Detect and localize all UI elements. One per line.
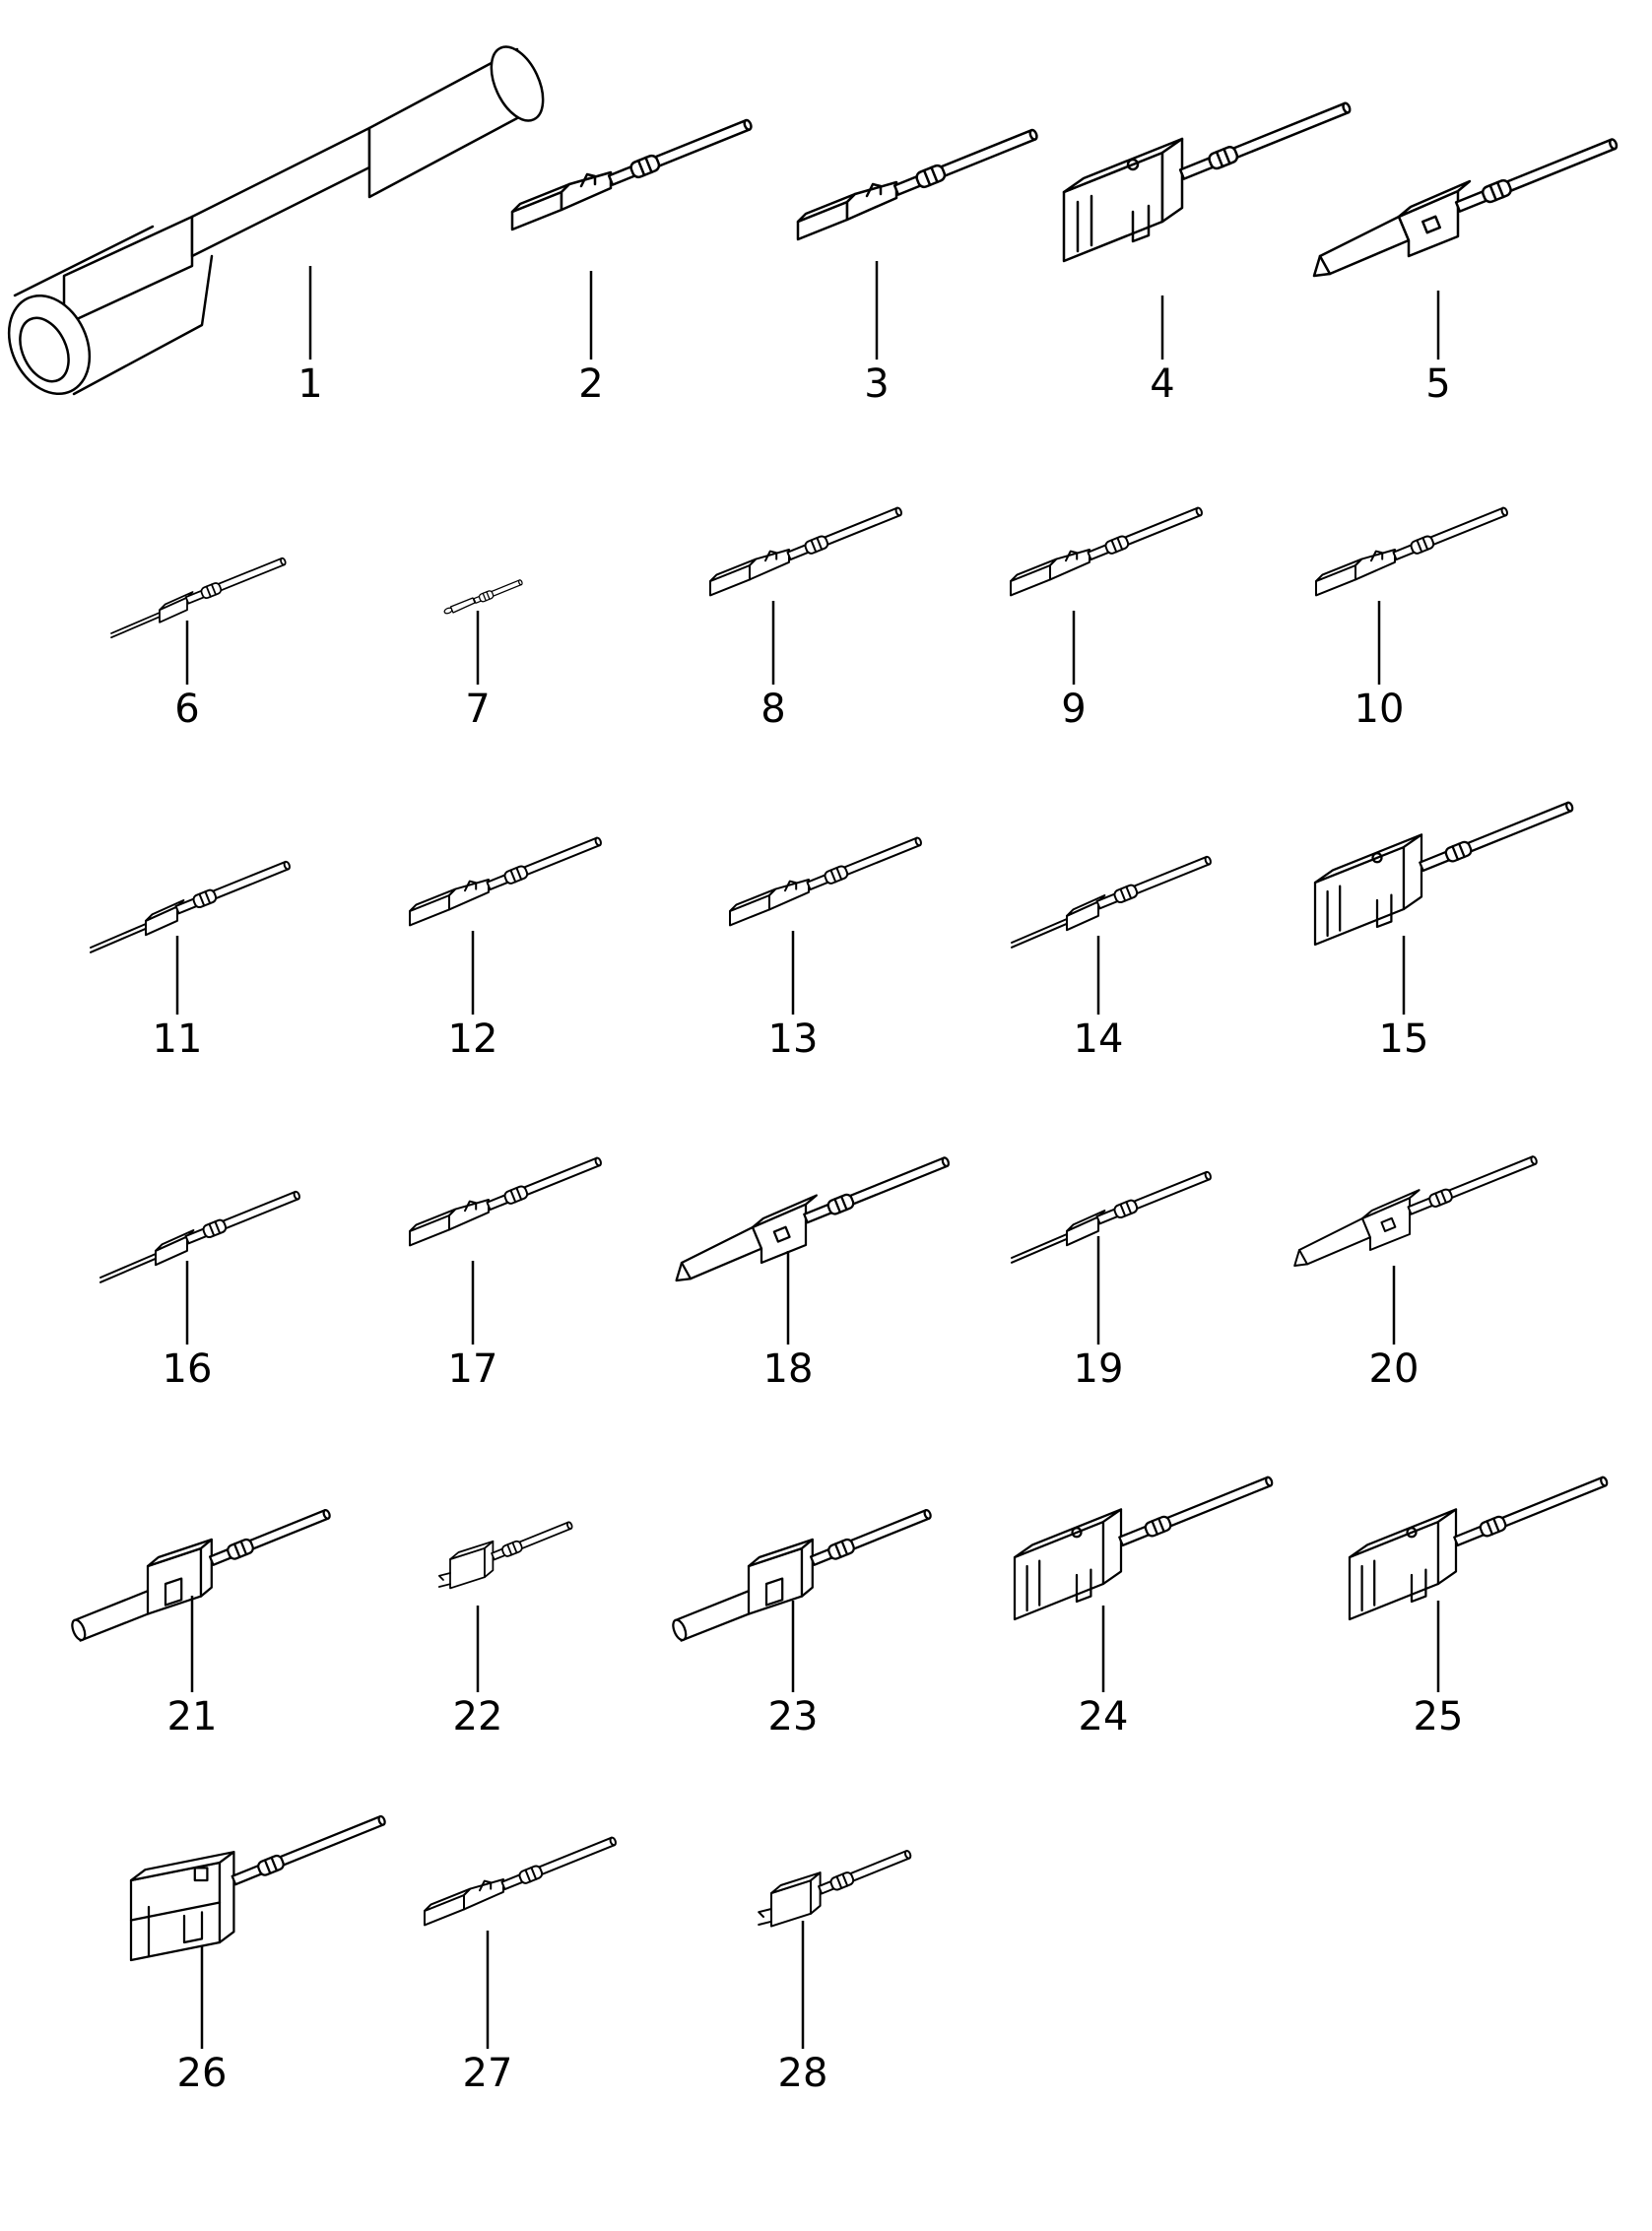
part-number-label: 8 <box>760 687 786 732</box>
part-20-flat-tongue <box>1293 1155 1538 1268</box>
part-9-socket <box>1009 506 1203 597</box>
part-number-label: 21 <box>166 1694 218 1739</box>
part-number-label: 7 <box>465 687 491 732</box>
part-number-label: 3 <box>864 361 890 407</box>
part-number-label: 26 <box>176 2051 228 2096</box>
part-number-label: 6 <box>174 687 200 732</box>
part-number-label: 24 <box>1078 1694 1129 1739</box>
part-22-small-housing <box>437 1521 573 1590</box>
part-27-socket <box>423 1836 617 1927</box>
part-12-socket <box>408 836 602 927</box>
part-number-label: 1 <box>297 361 323 407</box>
part-10-socket <box>1314 506 1508 597</box>
part-6-pin <box>110 557 287 639</box>
part-4-big-housing <box>1062 101 1352 263</box>
part-11-pin <box>89 860 291 953</box>
part-8-socket <box>708 506 902 597</box>
part-13-socket <box>728 836 922 927</box>
part-18-flat-tongue <box>675 1156 951 1282</box>
part-number-label: 12 <box>447 1017 498 1062</box>
part-19-pin <box>1010 1170 1212 1264</box>
part-number-label: 14 <box>1073 1017 1124 1062</box>
part-number-label: 10 <box>1354 687 1405 732</box>
part-number-label: 13 <box>767 1017 819 1062</box>
part-number-label: 11 <box>152 1017 203 1062</box>
part-number-label: 22 <box>452 1694 503 1739</box>
part-number-label: 4 <box>1150 361 1175 407</box>
part-5-flat-tongue <box>1312 138 1619 278</box>
part-number-label: 15 <box>1378 1017 1429 1062</box>
part-number-label: 20 <box>1368 1346 1420 1392</box>
part-23-blade <box>672 1508 932 1642</box>
part-number-label: 2 <box>578 361 604 407</box>
part-15-big-housing <box>1313 801 1574 947</box>
part-number-label: 16 <box>162 1346 213 1392</box>
part-21-blade <box>71 1508 331 1642</box>
part-number-label: 18 <box>762 1346 814 1392</box>
part-number-label: 19 <box>1073 1346 1124 1392</box>
part-number-label: 27 <box>462 2051 513 2096</box>
part-24-big-housing <box>1013 1476 1274 1621</box>
part-25-big-housing <box>1348 1476 1609 1621</box>
part-number-label: 17 <box>447 1346 498 1392</box>
part-3-socket <box>796 128 1038 241</box>
part-7-mini-pin <box>443 579 523 615</box>
part-16-pin <box>99 1190 300 1283</box>
part-28-small-housing <box>758 1850 912 1928</box>
part-1-tube <box>7 45 545 396</box>
part-number-label: 28 <box>777 2051 828 2096</box>
part-number-label: 5 <box>1425 361 1451 407</box>
part-14-pin <box>1010 855 1212 949</box>
part-number-label: 25 <box>1413 1694 1464 1739</box>
part-2-socket <box>510 118 753 231</box>
part-17-socket <box>408 1156 602 1247</box>
part-number-label: 23 <box>767 1694 819 1739</box>
part-26-tall-housing <box>129 1814 386 1962</box>
part-number-label: 9 <box>1061 687 1087 732</box>
